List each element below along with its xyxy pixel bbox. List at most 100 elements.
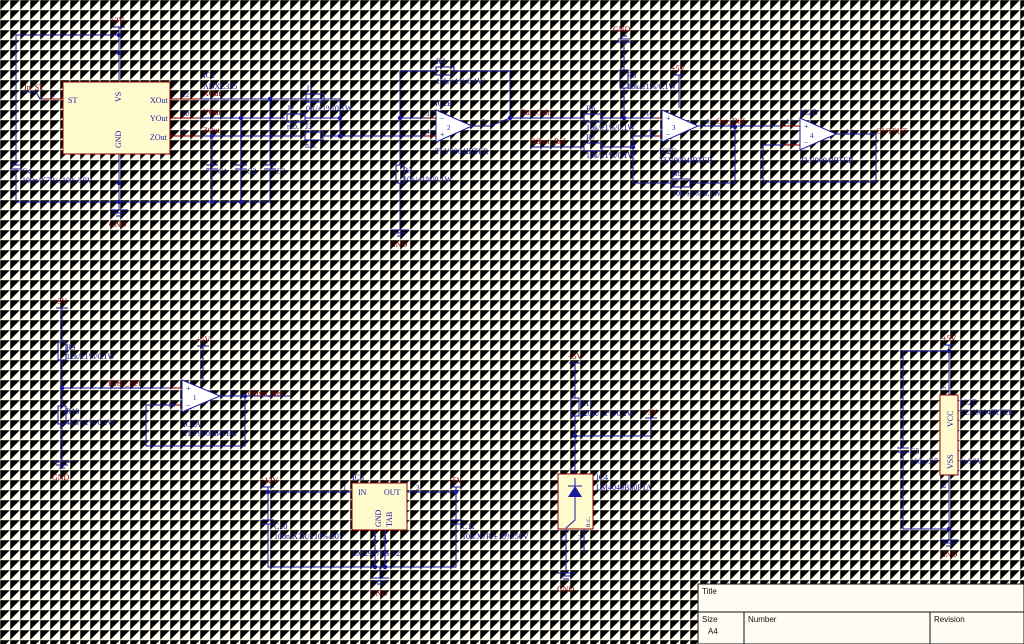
r3-value: 10k/±1%/0.1W — [403, 175, 453, 184]
gnd-label: GND — [940, 550, 958, 559]
ic1-pin-xout: XOut — [150, 96, 169, 105]
net-in-st: In_ST — [24, 83, 44, 92]
title-block: Title Size A4 Number Revision — [697, 583, 1024, 644]
j1-designator: J1 — [306, 84, 313, 93]
ic3-pin-tab: TAB — [385, 512, 394, 527]
ic1-pin-number: 8 — [182, 128, 186, 136]
r5-value: 10k/±1%/0.1W — [627, 82, 677, 91]
ic2a-pin: 1 — [172, 380, 176, 388]
j3-designator: J3 — [305, 122, 312, 131]
ic2a-pin: 15 — [229, 389, 237, 397]
net-zout: ZOut — [203, 126, 221, 135]
ic1-pin-zout: ZOut — [150, 133, 168, 142]
r5-designator: R5 — [627, 71, 636, 80]
svg-text:−: − — [440, 114, 445, 123]
net-offset-ref-out: Offset_Ref — [248, 389, 284, 398]
ground-symbol — [53, 461, 71, 469]
c10-value: 100n/X7R/±10%/50V — [274, 532, 345, 541]
ic2d-pin: 12 — [786, 118, 794, 126]
ic3-pin-in: IN — [358, 488, 367, 497]
gnd-label: GND — [613, 25, 631, 34]
ic2c-pin: 8 — [706, 118, 710, 126]
ground-symbol — [391, 229, 409, 237]
ic3-pin-out: OUT — [384, 488, 401, 497]
ic1-designator: IC1 — [203, 71, 215, 80]
ground-symbol — [110, 209, 128, 217]
j2-designator: J2 — [287, 104, 294, 113]
power-5v-label: +5V — [671, 64, 686, 73]
svg-text:+: + — [186, 384, 191, 393]
ic1-accelerometer[interactable]: ST XOut YOut ZOut VS GND IC1 ADXL335 2 1… — [51, 71, 237, 155]
ic3-pin-gnd: GND — [374, 509, 383, 527]
ic2d-pin: 13 — [786, 139, 794, 147]
ic1-pin-st: ST — [68, 96, 77, 105]
power-12v-label: +12V — [260, 476, 279, 485]
ic2e-pin-vcc: VCC — [946, 411, 955, 427]
ic4-value: LM4040B30FTA — [596, 483, 652, 492]
ic4-pin: 1 — [569, 464, 573, 472]
svg-text:−: − — [804, 138, 809, 147]
opamp-ic2c[interactable]: + − 3 IC2C TLV9004IRTER 10 9 8 — [646, 109, 713, 165]
ic4-nc: n.c. — [584, 517, 592, 527]
opamp-power-ic2e[interactable]: VCC VSS IC2E TLV9004IRTER 3 11 — [939, 386, 1014, 489]
opamp-ic2b[interactable]: − + 2 IC2B TLV9004IRTER 3 4 5 — [426, 99, 489, 156]
power-5v-label: +5V — [942, 334, 957, 343]
r10-designator: R10 — [66, 407, 79, 416]
title-label: Title — [702, 587, 717, 596]
ic2b-pin: 4 — [426, 128, 430, 136]
power-3v-label: +3V — [643, 408, 658, 417]
net-rteil-ref: RTeil_Ref — [108, 379, 141, 388]
j2-value: n.b. — [287, 122, 299, 131]
ic2c-value: TLV9004IRTER — [659, 156, 713, 165]
r8-value: 10k/±1%/0.1W — [672, 189, 722, 198]
r10-value: 4k3/±1%/0.1W — [66, 418, 116, 427]
ic2d-pin: 14 — [846, 128, 854, 136]
r11-value: 220R/±1%/0.1W — [580, 409, 635, 418]
voltage-reference-ic4[interactable]: n.c. IC4 LM4040B30FTA 1 2 3 — [557, 464, 652, 542]
opamp-ic2d[interactable]: + − 4 IC2D TLV9004IRTER 12 13 14 — [786, 108, 854, 165]
ic2e-pin: 3 — [940, 386, 948, 390]
ic3-designator: IC3 — [352, 473, 364, 482]
ic2e-value: TLV9004IRTER — [960, 408, 1014, 417]
gnd-label: GND — [390, 240, 408, 249]
j1-value: 0R/±1%/0.1W — [306, 104, 353, 113]
gnd-label: GND — [52, 473, 70, 482]
ic1-pin-number: 12 — [182, 91, 190, 99]
ic1-pin-gnd: GND — [114, 130, 123, 148]
c2-designator: C2 — [247, 167, 256, 176]
ic3-pin: 1 — [343, 484, 347, 492]
regulator-ic3[interactable]: IN OUT GND TAB IC3 LM2937ES-12 1 3 2 4 — [343, 473, 420, 558]
r7-designator: R7 — [586, 133, 595, 142]
jumper-j1[interactable]: J1 0R/±1%/0.1W — [305, 84, 353, 113]
r6-value: 10k/±1%/0.1W — [586, 123, 636, 132]
r9-designator: R9 — [66, 343, 75, 352]
ic1-pin-yout: YOut — [150, 114, 169, 123]
svg-text:+: + — [440, 130, 445, 139]
ic2a-unit: 1 — [193, 394, 197, 402]
ic2b-pin: 5 — [482, 118, 486, 126]
c5-value-a: 100n/X7 — [910, 457, 938, 466]
svg-text:−: − — [666, 130, 671, 139]
c1-designator: C1 — [218, 167, 227, 176]
ic3-value: LM2937ES-12 — [352, 549, 400, 558]
power-5v-label: +5V — [196, 335, 211, 344]
ic2e-pin: 11 — [940, 482, 948, 489]
ic2e-designator: IC2E — [960, 398, 977, 407]
ic2b-value: TLV9004IRTER — [435, 147, 489, 156]
j3-value: n.b. — [305, 141, 317, 150]
power-3v-label: +3V — [53, 297, 68, 306]
ic2e-pin-vss: VSS — [946, 454, 955, 469]
gnd-label: GND — [370, 589, 388, 598]
ic3-pin: 3 — [416, 484, 420, 492]
ic2d-value: TLV9004IRTER — [800, 156, 854, 165]
ic2d-unit: 4 — [810, 132, 814, 140]
net-output: OUTPUT — [876, 127, 908, 136]
c11-designator: C11 — [462, 522, 475, 531]
net-offset-ref: Offset_Ref — [530, 137, 566, 146]
ic4-pin: 2 — [560, 534, 564, 542]
gnd-label: GND — [109, 220, 127, 229]
ic2a-value: TLV9004IRTER — [183, 429, 237, 438]
r9-value: 12k/±1%/0.1W — [66, 352, 116, 361]
